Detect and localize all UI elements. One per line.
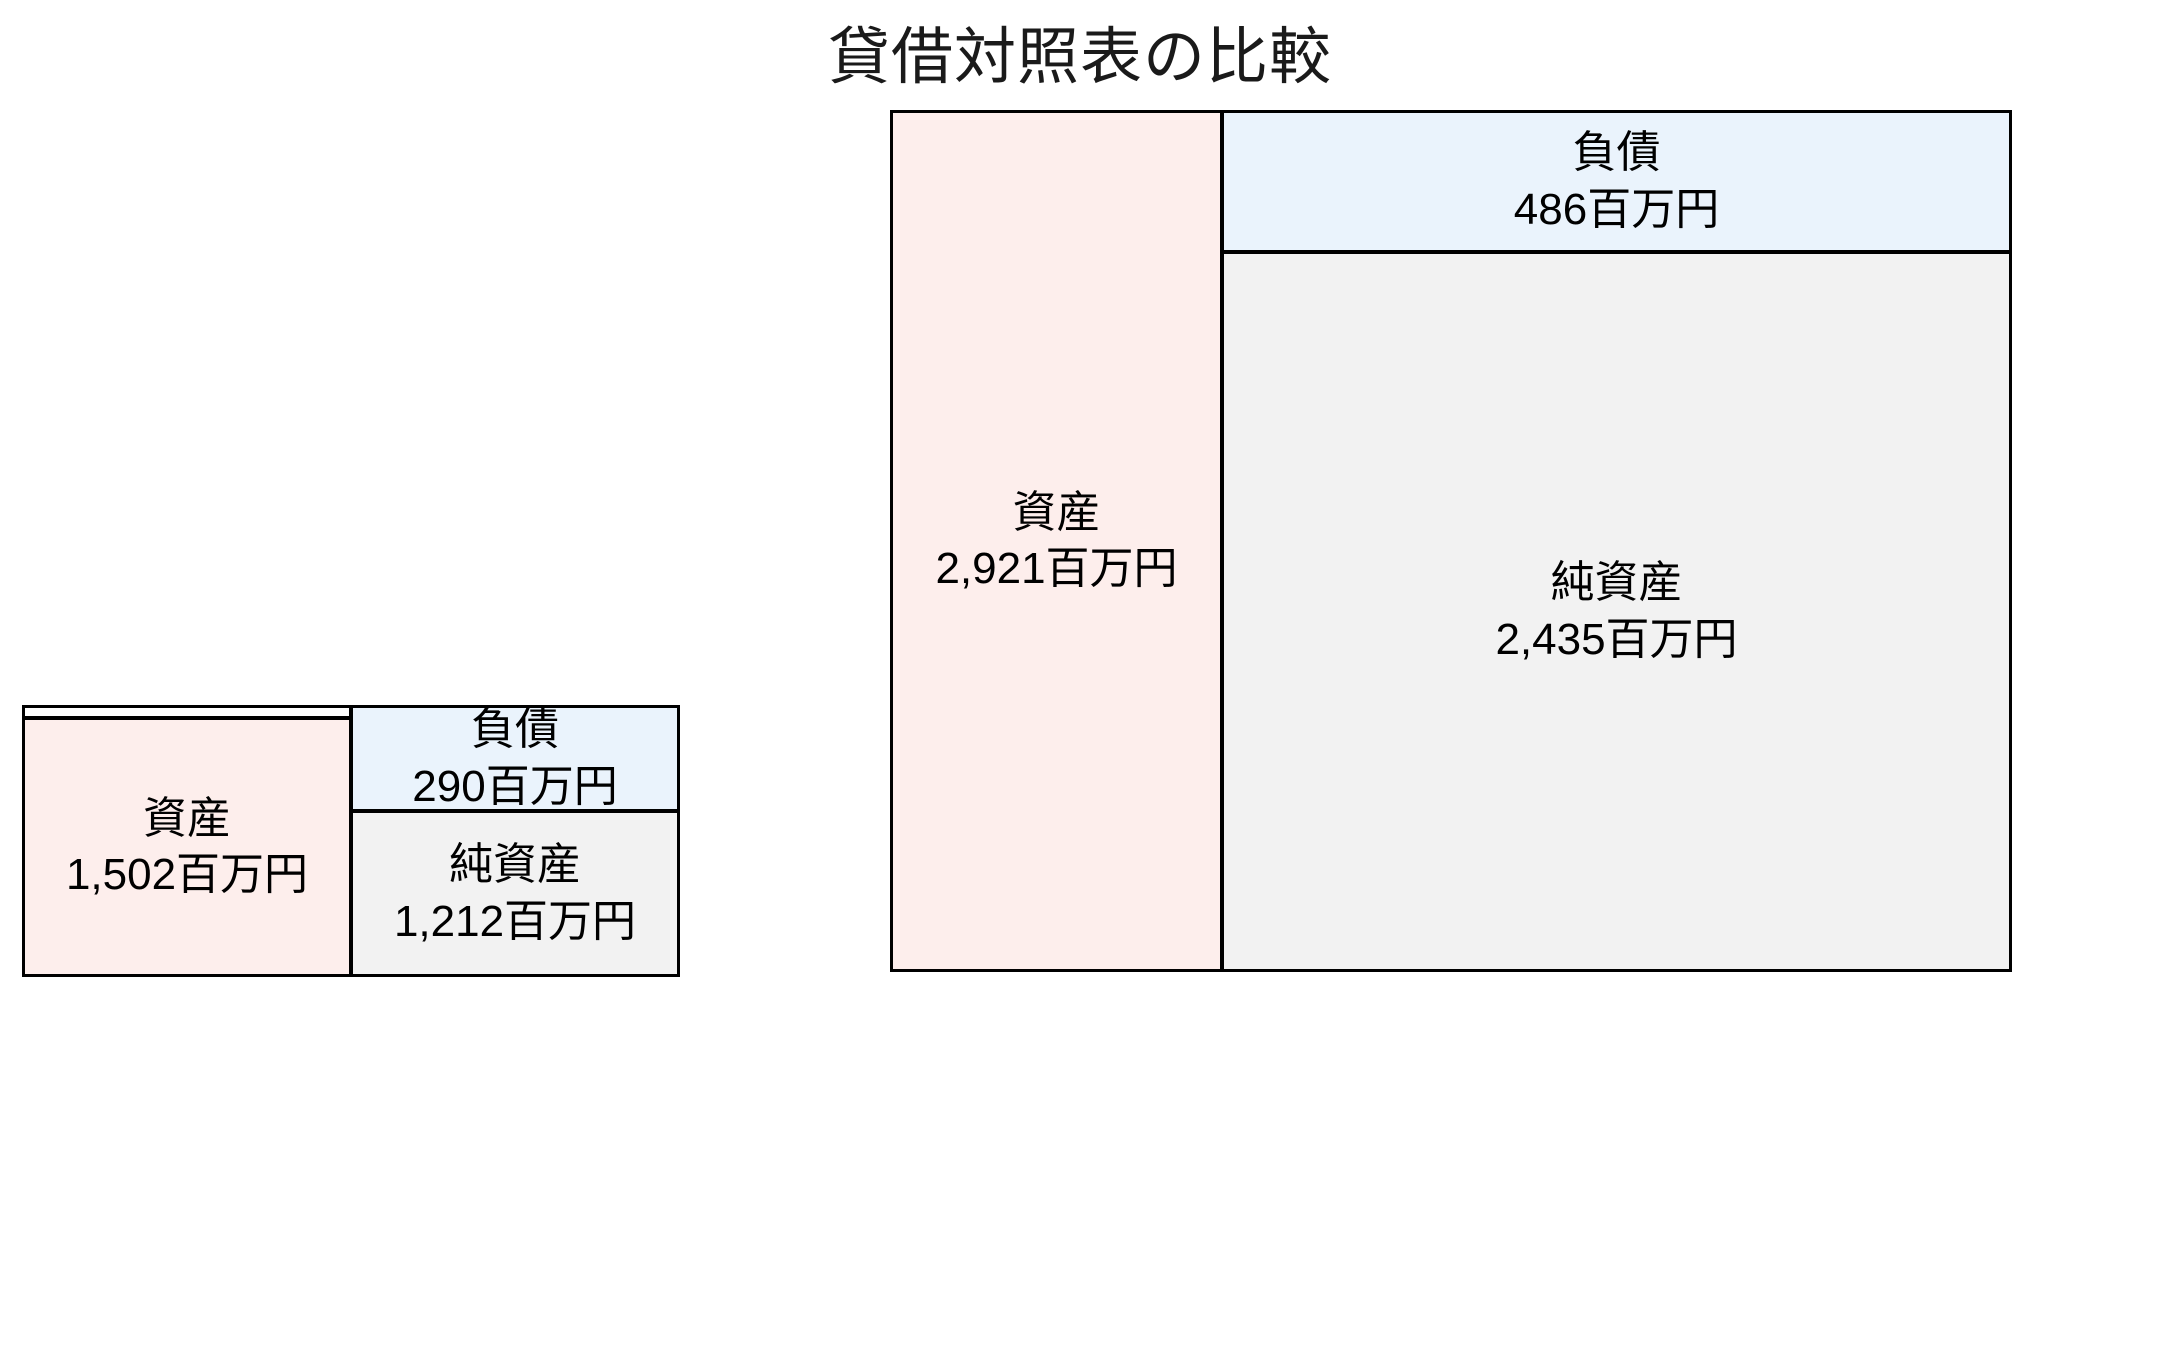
left-assets-box: 資産 1,502百万円 xyxy=(22,717,352,977)
right-assets-label: 資産 2,921百万円 xyxy=(929,485,1183,598)
right-liabilities-box: 負債 486百万円 xyxy=(1221,110,2012,253)
left-liabilities-value: 290百万円 xyxy=(412,761,618,811)
left-equity-box: 純資産 1,212百万円 xyxy=(350,810,680,977)
right-equity-value: 2,435百万円 xyxy=(1495,614,1738,664)
right-liabilities-category: 負債 xyxy=(1572,128,1661,178)
balance-sheet-figure-right: 資産 2,921百万円 負債 486百万円 純資産 2,435百万円 xyxy=(890,110,2012,972)
right-liabilities-value: 486百万円 xyxy=(1513,184,1720,234)
page-title: 貸借対照表の比較 xyxy=(827,23,1332,92)
left-equity-value: 1,212百万円 xyxy=(393,896,637,946)
left-liabilities-category: 負債 xyxy=(470,705,559,755)
left-equity-label: 純資産 1,212百万円 xyxy=(388,837,642,950)
right-equity-box: 純資産 2,435百万円 xyxy=(1221,251,2012,972)
right-equity-category: 純資産 xyxy=(1550,558,1683,608)
left-assets-label: 資産 1,502百万円 xyxy=(60,791,314,904)
left-assets-category: 資産 xyxy=(142,793,231,843)
left-liabilities-label: 負債 290百万円 xyxy=(406,705,623,811)
right-assets-box: 資産 2,921百万円 xyxy=(890,110,1223,972)
left-equity-category: 純資産 xyxy=(448,840,581,890)
left-liabilities-box: 負債 290百万円 xyxy=(350,705,680,812)
right-assets-category: 資産 xyxy=(1012,487,1101,537)
left-assets-value: 1,502百万円 xyxy=(65,850,309,899)
right-equity-label: 純資産 2,435百万円 xyxy=(1489,555,1743,668)
balance-sheet-figure-left: 資産 1,502百万円 負債 290百万円 純資産 1,212百万円 xyxy=(22,705,680,977)
right-assets-value: 2,921百万円 xyxy=(935,544,1178,593)
right-liabilities-label: 負債 486百万円 xyxy=(1508,125,1725,238)
